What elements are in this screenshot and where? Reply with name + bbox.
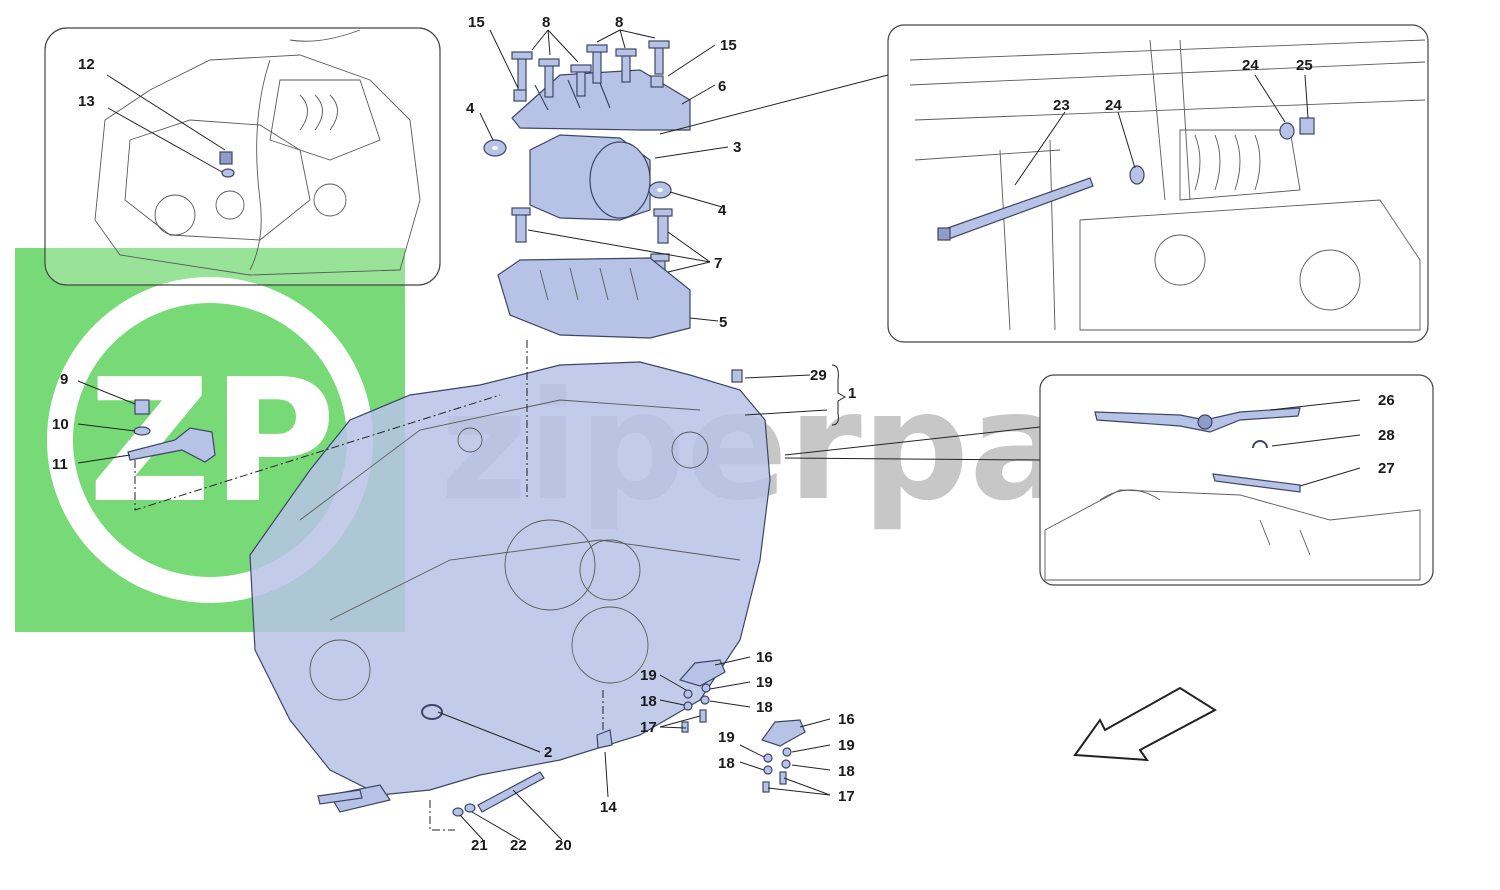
callout-15-right: 15 [720,37,737,54]
callout-6: 6 [718,78,726,95]
callout-23: 23 [1053,97,1070,114]
callout-18-bottom-right: 18 [838,763,855,780]
callout-21: 21 [471,837,488,854]
callout-15-left: 15 [468,14,485,31]
upper-parts-stack [483,40,691,339]
callout-7: 7 [714,255,722,272]
callout-14: 14 [600,799,617,816]
callout-22: 22 [510,837,527,854]
callout-26: 26 [1378,392,1395,409]
callout-24-right: 24 [1242,57,1259,74]
direction-arrow-icon [1073,686,1217,762]
callout-17-bottom: 17 [838,788,855,805]
left-small-parts [127,399,216,463]
callout-labels: 12 13 15 8 8 15 6 4 3 4 7 5 29 1 9 10 11… [52,14,1395,854]
callout-27: 27 [1378,460,1395,477]
callout-17-top: 17 [640,719,657,736]
callout-25: 25 [1296,57,1313,74]
leader-lines [77,29,1361,841]
callout-13: 13 [78,93,95,110]
inset-top-left [44,27,441,286]
callout-5: 5 [719,314,727,331]
callout-20: 20 [555,837,572,854]
gearbox-housing [249,361,771,813]
callout-16-bottom: 16 [838,711,855,728]
callout-2: 2 [544,744,552,761]
callout-19-bottom-right: 19 [838,737,855,754]
callout-3: 3 [733,139,741,156]
callout-29: 29 [810,367,827,384]
callout-24-left: 24 [1105,97,1122,114]
callout-19-top-right: 19 [756,674,773,691]
inset-middle-right [1039,374,1434,586]
callout-8-left: 8 [542,14,550,31]
callout-19-top-left: 19 [640,667,657,684]
callout-8-right: 8 [615,14,623,31]
callout-12: 12 [78,56,95,73]
callout-16-top: 16 [756,649,773,666]
callout-11: 11 [52,456,68,473]
callout-18-bottom-left: 18 [718,755,735,772]
inset-top-right [887,24,1429,343]
callout-18-top-left: 18 [640,693,657,710]
callout-10: 10 [52,416,69,433]
callout-4-right: 4 [718,202,727,219]
callout-1: 1 [848,385,856,402]
callout-18-top-right: 18 [756,699,773,716]
callout-28: 28 [1378,427,1395,444]
mount-brackets [421,369,806,817]
callout-19-bottom-left: 19 [718,729,735,746]
callout-9: 9 [60,371,68,388]
callout-4-left: 4 [466,100,475,117]
